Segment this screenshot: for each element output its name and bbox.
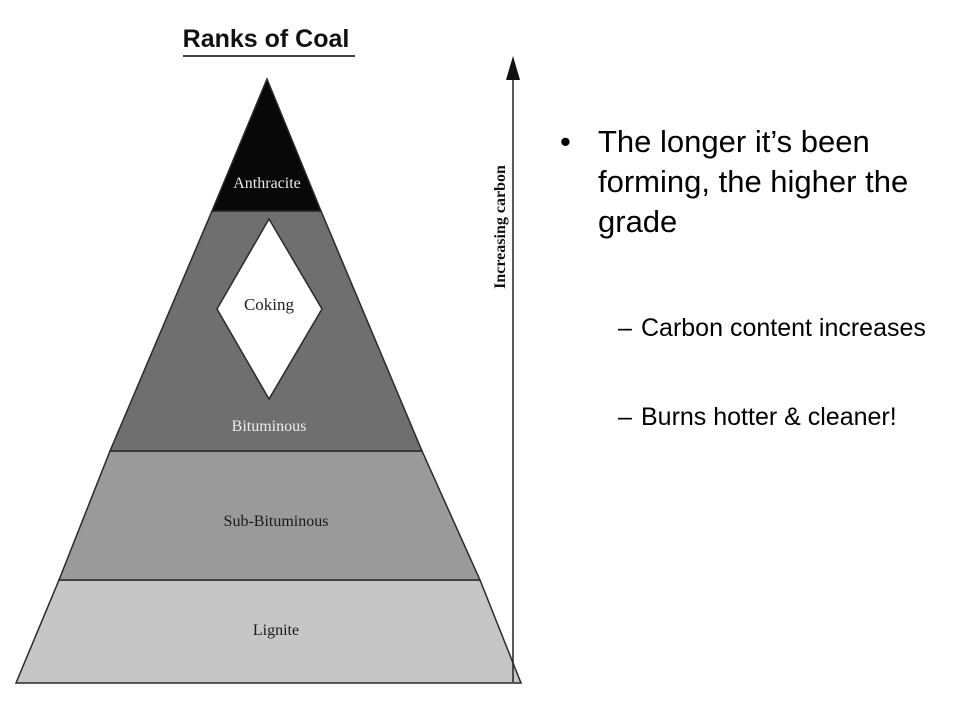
tier-anthracite [210, 77, 323, 212]
label-bituminous: Bituminous [232, 418, 307, 435]
sub-text-carbon: Carbon content increases [641, 314, 926, 342]
bullet-list: • The longer it’s been forming, the high… [560, 122, 950, 433]
up-arrow-icon [506, 56, 520, 80]
sub-text-burns: Burns hotter & cleaner! [641, 403, 897, 431]
label-lignite: Lignite [253, 622, 299, 639]
sub-item-burns: – Burns hotter & cleaner! [618, 402, 950, 433]
label-sub-bituminous: Sub-Bituminous [224, 513, 329, 530]
tier-coking-diamond [216, 217, 323, 401]
bullet-text-main: The longer it’s been forming, the higher… [598, 124, 909, 239]
diagram-title: Ranks of Coal [183, 25, 350, 53]
label-coking: Coking [244, 295, 295, 314]
sub-item-carbon: – Carbon content increases [618, 313, 950, 344]
bullet-marker: • [560, 124, 571, 159]
label-anthracite: Anthracite [233, 175, 301, 192]
sub-marker: – [618, 314, 632, 342]
sub-marker: – [618, 403, 632, 431]
bullet-item-main: • The longer it’s been forming, the high… [560, 122, 950, 242]
carbon-axis-label: Increasing carbon [492, 165, 509, 289]
